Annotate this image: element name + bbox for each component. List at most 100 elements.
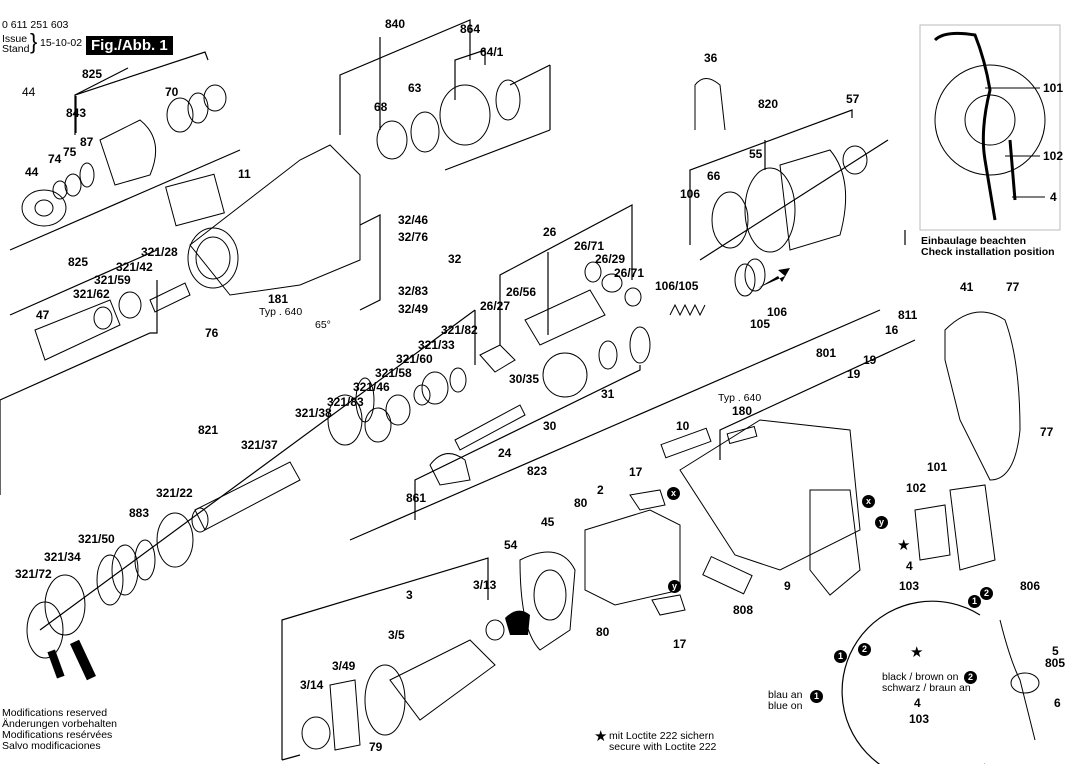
part-label: 321/34 xyxy=(44,550,81,564)
marker-y-icon: y xyxy=(875,516,888,529)
star-icon: ★ xyxy=(594,728,608,745)
part-label: 36 xyxy=(704,51,718,65)
loctite-note-de: mit Loctite 222 sichern xyxy=(609,730,715,742)
part-label: 102 xyxy=(906,481,927,495)
part-label: 26/71 xyxy=(614,266,645,280)
part-label: 9 xyxy=(784,579,791,593)
part-label: 4 xyxy=(906,559,913,573)
part-label: 55 xyxy=(749,147,763,161)
part-label: 75 xyxy=(63,145,77,159)
part-label: 26 xyxy=(543,225,557,239)
part-label: 840 xyxy=(385,17,406,31)
footer-line: Salvo modificaciones xyxy=(2,740,101,752)
terminal-2-icon: 2 xyxy=(980,587,993,600)
part-label: 19 xyxy=(863,353,877,367)
part-label: 3/13 xyxy=(473,578,497,592)
terminal-1-icon: 1 xyxy=(968,595,981,608)
part-label: 321/42 xyxy=(116,260,153,274)
part-label: 45 xyxy=(541,515,555,529)
part-label: 105 xyxy=(750,317,771,331)
part-label: 47 xyxy=(36,308,50,322)
part-label: 26/29 xyxy=(595,252,626,266)
part-label: 2 xyxy=(597,483,604,497)
part-label: 30 xyxy=(543,419,557,433)
part-label: 54 xyxy=(504,538,518,552)
part-label: 321/62 xyxy=(73,287,110,301)
part-label: 321/82 xyxy=(441,323,478,337)
figure-label: Fig./Abb. 1 xyxy=(86,36,173,55)
part-label: 24 xyxy=(498,446,512,460)
part-label: 106 xyxy=(767,305,788,319)
part-label: 77 xyxy=(1006,280,1020,294)
wiring-note-black-brown-en: black / brown on xyxy=(882,671,959,683)
angle-label: 65° xyxy=(315,319,331,331)
wiring-note-blue-en: blue on xyxy=(768,700,803,712)
marker-x-icon: x xyxy=(667,487,680,500)
part-label: 321/50 xyxy=(78,532,115,546)
part-label: 74 xyxy=(48,152,62,166)
part-label: 3 xyxy=(406,588,413,602)
part-label: 825 xyxy=(82,67,103,81)
part-label: 31 xyxy=(601,387,615,401)
part-label: 6 xyxy=(1054,696,1061,710)
wiring-note-black-brown-de: schwarz / braun an xyxy=(882,682,971,694)
part-label: 821 xyxy=(198,423,219,437)
stand-label: Stand xyxy=(2,43,30,55)
part-label: 3/5 xyxy=(388,628,405,642)
part-label: 4 xyxy=(914,696,921,710)
part-label: 26/56 xyxy=(506,285,537,299)
footer-line: Änderungen vorbehalten xyxy=(2,718,118,730)
part-label: 80 xyxy=(574,496,588,510)
part-label: 861 xyxy=(406,491,427,505)
type-label: Typ . 640 xyxy=(718,392,762,404)
part-label: 806 xyxy=(1020,579,1041,593)
part-label: 321/37 xyxy=(241,438,278,452)
part-label: 87 xyxy=(80,135,94,149)
part-label: 5 xyxy=(1052,644,1059,658)
part-label: 16 xyxy=(885,323,899,337)
part-label: 30/35 xyxy=(509,372,540,386)
part-label: 805 xyxy=(1045,656,1066,670)
star-icon: ★ xyxy=(897,537,911,554)
part-label: 77 xyxy=(1040,425,1054,439)
part-label: 26/27 xyxy=(480,299,511,313)
part-label: 3/14 xyxy=(300,678,324,692)
part-label: 70 xyxy=(165,85,179,99)
footer-line: Modifications resérvées xyxy=(2,729,113,741)
part-label: 57 xyxy=(846,92,860,106)
part-label: 17 xyxy=(673,637,687,651)
part-label: 26/71 xyxy=(574,239,605,253)
part-number: 0 611 251 603 xyxy=(2,19,69,31)
part-label: 44 xyxy=(22,85,36,99)
part-label: 3/49 xyxy=(332,659,356,673)
star-icon: ★ xyxy=(910,644,924,661)
part-label: 76 xyxy=(205,326,219,340)
part-label: 32/49 xyxy=(398,302,429,316)
part-label: 321/22 xyxy=(156,486,193,500)
part-label: 823 xyxy=(527,464,548,478)
part-label: 79 xyxy=(369,740,383,754)
part-label: 106/105 xyxy=(655,279,699,293)
part-label: 68 xyxy=(374,100,388,114)
part-label: 80 xyxy=(596,625,610,639)
part-label: 825 xyxy=(68,255,89,269)
part-label: 820 xyxy=(758,97,779,111)
part-label: 64/1 xyxy=(480,45,504,59)
brace-icon: } xyxy=(30,29,38,54)
part-label: 321/60 xyxy=(396,352,433,366)
part-label: 17 xyxy=(629,465,643,479)
terminal-1-icon: 1 xyxy=(834,650,847,663)
inset-label-101: 101 xyxy=(1043,81,1064,95)
part-label: 808 xyxy=(733,603,754,617)
part-label: 32/76 xyxy=(398,230,429,244)
issue-label: Issue xyxy=(2,33,28,45)
part-label: 101 xyxy=(927,460,948,474)
part-label: 106 xyxy=(680,187,701,201)
part-label: 801 xyxy=(816,346,837,360)
part-label: 63 xyxy=(408,81,422,95)
type-label: Typ . 640 xyxy=(259,306,303,318)
issue-date: 15-10-02 xyxy=(40,37,83,49)
footer-line: Modifications reserved xyxy=(2,707,108,719)
